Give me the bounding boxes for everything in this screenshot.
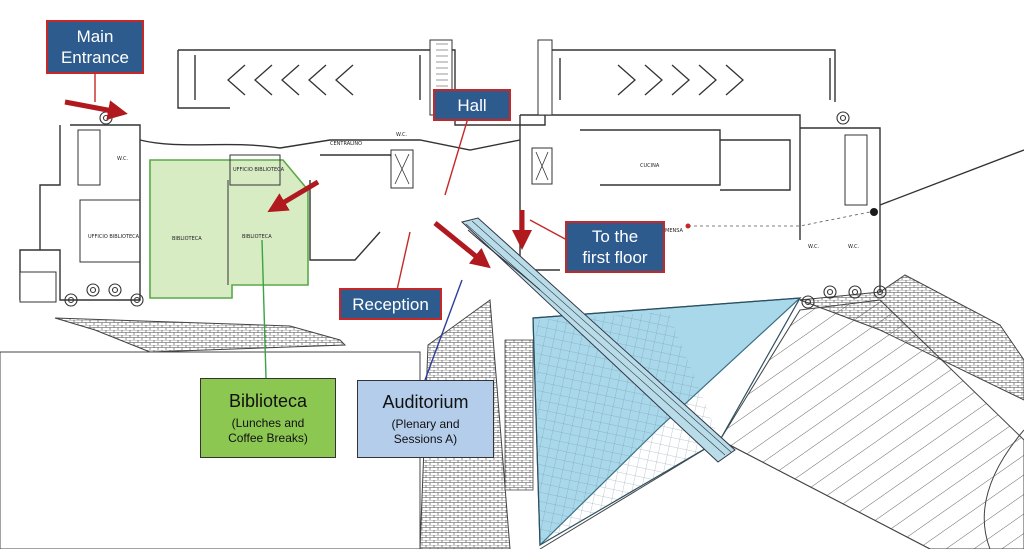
auditorium-subtitle: (Plenary and Sessions A) [391,417,460,446]
garden-left [0,351,421,549]
hall-label: Hall [433,89,511,121]
mensa-label: MENSA [665,228,683,234]
cucina-label: CUCINA [640,163,660,169]
right-arc [983,429,1024,549]
wc-label-3: W.C. [808,244,819,250]
building-outline [19,49,1024,301]
ramp [460,217,736,463]
centralino-label: CENTRALINO [330,141,362,147]
biblioteca-title: Biblioteca [228,391,308,411]
stair-blocks [19,39,868,303]
route-dotted [688,211,871,227]
main-entrance-label: Main Entrance [46,20,144,74]
red-arrows [64,99,532,269]
reception-label: Reception [339,288,442,320]
ufficio-biblioteca-label: UFFICIO BIBLIOTECA [233,167,285,173]
auditorium-seating [536,312,720,545]
paving-left [54,317,347,353]
auditorium-title: Auditorium [382,392,469,412]
connector-lines [94,74,568,381]
wc-label-2: W.C. [117,156,128,162]
ufficio-left-label: UFFICIO BIBLIOTECA [88,234,140,240]
biblioteca-right-label: BIBLIOTECA [242,234,272,240]
biblioteca-area [149,159,309,299]
chevron-marks [227,64,744,96]
side-wall [504,339,534,491]
ufficio-biblioteca-room [229,154,281,186]
biblioteca-info-box: Biblioteca (Lunches and Coffee Breaks) [200,378,336,458]
first-floor-label: To the first floor [565,221,665,273]
wc-label-4: W.C. [848,244,859,250]
curved-stair [467,229,541,291]
wc-label-1: W.C. [396,132,407,138]
biblioteca-left-label: BIBLIOTECA [172,236,202,242]
biblioteca-subtitle: (Lunches and Coffee Breaks) [228,416,308,445]
auditorium-info-box: Auditorium (Plenary and Sessions A) [357,380,494,458]
